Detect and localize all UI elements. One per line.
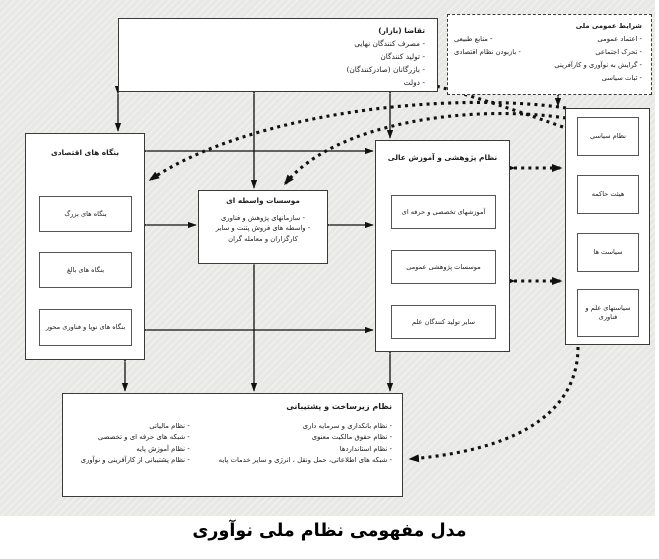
firms-large-box: بنگاه های بزرگ — [39, 196, 132, 232]
conditions-item: - ثبات سیاسی — [601, 74, 642, 82]
arrows-layer — [114, 77, 580, 463]
infrastructure-item: - نظام استانداردها — [339, 444, 392, 453]
infrastructure-title: نظام زیرساخت و پشتیبانی — [286, 402, 392, 411]
conditions-item: - تحرک اجتماعی — [595, 48, 642, 56]
intermediary-item: - واسطه های فروش پتنت و سایر کارگزاران و… — [215, 224, 311, 243]
research-title: نظام پژوهشی و آموزش عالی — [387, 153, 498, 162]
research-education-box: نظام پژوهشی و آموزش عالی آموزشهای تخصصی … — [375, 140, 510, 352]
intermediary-title: موسسات واسطه ای — [226, 196, 300, 205]
infrastructure-item: - شبکه های حرفه ای و تخصصی — [97, 433, 190, 441]
infrastructure-item: - نظام مالیاتی — [149, 421, 190, 430]
dotted-arrow-governance-infrastructure — [408, 346, 580, 463]
research-public-institutes-box: موسسات پژوهشی عمومی — [391, 250, 496, 284]
intermediary-institutions-box: موسسات واسطه ای - سازمانهای پژوهش و فناو… — [198, 190, 328, 264]
conditions-item: - اعتماد عمومی — [597, 35, 642, 43]
research-training-box: آموزشهای تخصصی و حرفه ای — [391, 195, 496, 229]
dotted-arrow-conditions-firms — [148, 100, 567, 182]
intermediary-item: - سازمانهای پژوهش و فناوری — [221, 213, 305, 222]
infrastructure-support-box: نظام زیرساخت و پشتیبانی - نظام بانکداری … — [62, 393, 403, 497]
demand-item: - دولت — [403, 78, 425, 87]
infrastructure-item: - نظام بانکداری و سرمایه داری — [302, 421, 392, 430]
conditions-item: - گرایش به نوآوری و کارآفرینی — [554, 61, 642, 69]
conditions-item: - بازبودن نظام اقتصادی — [454, 48, 521, 56]
firms-title: بنگاه های اقتصادی — [50, 148, 120, 157]
governance-column-box: نظام سیاسی هیئت حاکمه سیاست ها سیاستهای … — [565, 108, 650, 345]
demand-market-box: تقاضا (بازار) - مصرف کنندگان نهایی - تول… — [118, 18, 438, 92]
infrastructure-item: - نظام پشتیبانی از کارآفرینی و نوآوری — [80, 456, 190, 464]
conditions-title: شرایط عمومی ملی — [575, 22, 642, 30]
infrastructure-item: - شبکه های اطلاعاتی، حمل ونقل ، انرژی و … — [218, 456, 392, 464]
sci-tech-policies-box: سیاستهای علم و فناوری — [577, 289, 639, 337]
political-system-box: نظام سیاسی — [577, 117, 639, 156]
policies-box: سیاست ها — [577, 233, 639, 272]
dotted-arrow-conditions-intermediary — [283, 111, 567, 186]
infrastructure-right-column: - نظام بانکداری و سرمایه داری - نظام حقو… — [190, 421, 392, 467]
firms-mature-box: بنگاه های بالغ — [39, 252, 132, 288]
demand-item: - تولید کنندگان — [380, 52, 425, 61]
demand-item: - بازرگانان (صادرکنندگان) — [346, 65, 425, 74]
research-other-producers-box: سایر تولید کنندگان علم — [391, 305, 496, 339]
economic-firms-box: بنگاه های اقتصادی بنگاه های بزرگ بنگاه ه… — [25, 133, 145, 360]
national-conditions-box: شرایط عمومی ملی - اعتماد عمومی - منابع ط… — [447, 14, 652, 95]
firms-startup-box: بنگاه های نوپا و فناوری محور — [39, 309, 132, 346]
demand-item: - مصرف کنندگان نهایی — [354, 39, 425, 48]
demand-title: تقاضا (بازار) — [378, 26, 425, 35]
infrastructure-item: - نظام حقوق مالکیت معنوی — [311, 433, 392, 441]
infrastructure-item: - نظام آموزش پایه — [136, 444, 190, 453]
ruling-body-box: هیئت حاکمه — [577, 175, 639, 214]
diagram-caption: مدل مفهومی نظام ملی نوآوری — [192, 521, 467, 541]
conditions-item: - منابع طبیعی — [454, 35, 493, 43]
infrastructure-left-column: - نظام مالیاتی - شبکه های حرفه ای و تخصص… — [71, 421, 190, 467]
